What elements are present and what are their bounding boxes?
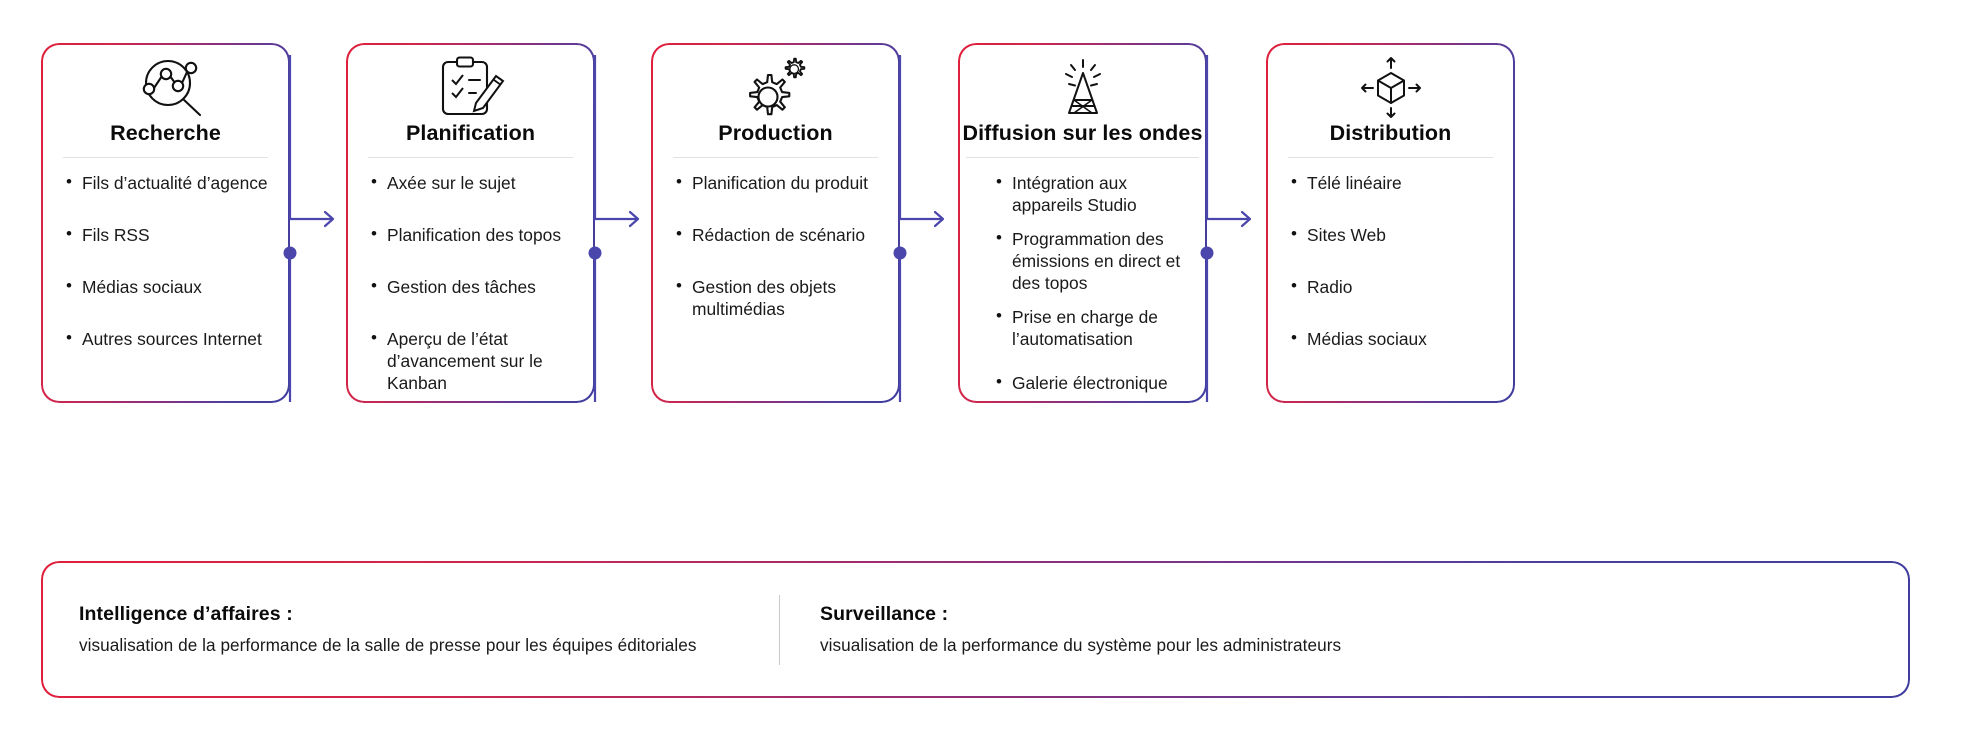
footer-right-column: Surveillance : visualisation de la perfo…	[780, 603, 1910, 656]
stage-card-planification[interactable]: Planification Axée sur le sujet Planific…	[346, 43, 595, 403]
cube-arrows-icon	[1266, 43, 1515, 118]
bullet-list: Planification du produit Rédaction de sc…	[651, 158, 900, 320]
card-title: Planification	[405, 121, 536, 145]
list-item: Télé linéaire	[1289, 171, 1501, 194]
card-title: Diffusion sur les ondes	[962, 121, 1203, 145]
bullet-list: Axée sur le sujet Planification des topo…	[346, 158, 595, 394]
stage-card-production[interactable]: Production Planification du produit Réda…	[651, 43, 900, 403]
footer-left-heading: Intelligence d’affaires :	[79, 603, 293, 625]
footer-left-description: visualisation de la performance de la sa…	[79, 635, 697, 655]
list-item: Radio	[1289, 275, 1501, 298]
connector-arrow-4	[1205, 55, 1249, 221]
list-item: Médias sociaux	[1289, 327, 1501, 350]
list-item: Axée sur le sujet	[369, 171, 581, 194]
stage-card-diffusion[interactable]: Diffusion sur les ondes Intégration aux …	[958, 43, 1207, 403]
list-item: Prise en charge de l’automatisation	[994, 305, 1197, 350]
card-title: Production	[718, 121, 833, 145]
bullet-list: Fils d’actualité d’agence Fils RSS Média…	[41, 158, 290, 350]
connector-arrow-2	[593, 55, 637, 221]
stage-card-recherche[interactable]: Recherche Fils d’actualité d’agence Fils…	[41, 43, 290, 403]
gears-icon	[651, 43, 900, 116]
list-item: Autres sources Internet	[64, 327, 276, 350]
list-item: Gestion des tâches	[369, 275, 581, 298]
stage-card-distribution[interactable]: Distribution Télé linéaire Sites Web Rad…	[1266, 43, 1515, 403]
list-item: Galerie électronique	[994, 371, 1197, 394]
footer-right-heading: Surveillance :	[820, 603, 949, 625]
title-divider	[966, 157, 1199, 158]
list-item: Intégration aux appareils Studio	[994, 171, 1197, 216]
list-item: Gestion des objets multimédias	[674, 275, 886, 320]
footer-left-column: Intelligence d’affaires : visualisation …	[41, 603, 779, 656]
card-title: Distribution	[1329, 121, 1452, 145]
title-divider	[673, 157, 878, 158]
footer-panel[interactable]: Intelligence d’affaires : visualisation …	[41, 561, 1910, 698]
card-title: Recherche	[110, 121, 221, 145]
title-divider	[63, 157, 268, 158]
footer-right-description: visualisation de la performance du systè…	[820, 635, 1342, 655]
list-item: Fils RSS	[64, 223, 276, 246]
title-divider	[368, 157, 573, 158]
list-item: Sites Web	[1289, 223, 1501, 246]
list-item: Programmation des émissions en direct et…	[994, 227, 1197, 294]
magnifier-network-icon	[41, 43, 290, 117]
footer-divider	[779, 594, 780, 665]
clipboard-pencil-icon	[346, 43, 595, 116]
list-item: Aperçu de l’état d’avancement sur le Kan…	[369, 327, 581, 394]
list-item: Médias sociaux	[64, 275, 276, 298]
list-item: Planification du produit	[674, 171, 886, 194]
list-item: Planification des topos	[369, 223, 581, 246]
broadcast-tower-icon	[958, 43, 1207, 115]
connector-arrow-1	[288, 55, 332, 221]
connector-arrow-3	[898, 55, 942, 221]
bullet-list: Intégration aux appareils Studio Program…	[958, 158, 1207, 394]
title-divider	[1288, 157, 1493, 158]
list-item: Fils d’actualité d’agence	[64, 171, 276, 194]
bullet-list: Télé linéaire Sites Web Radio Médias soc…	[1266, 158, 1515, 350]
list-item: Rédaction de scénario	[674, 223, 886, 246]
